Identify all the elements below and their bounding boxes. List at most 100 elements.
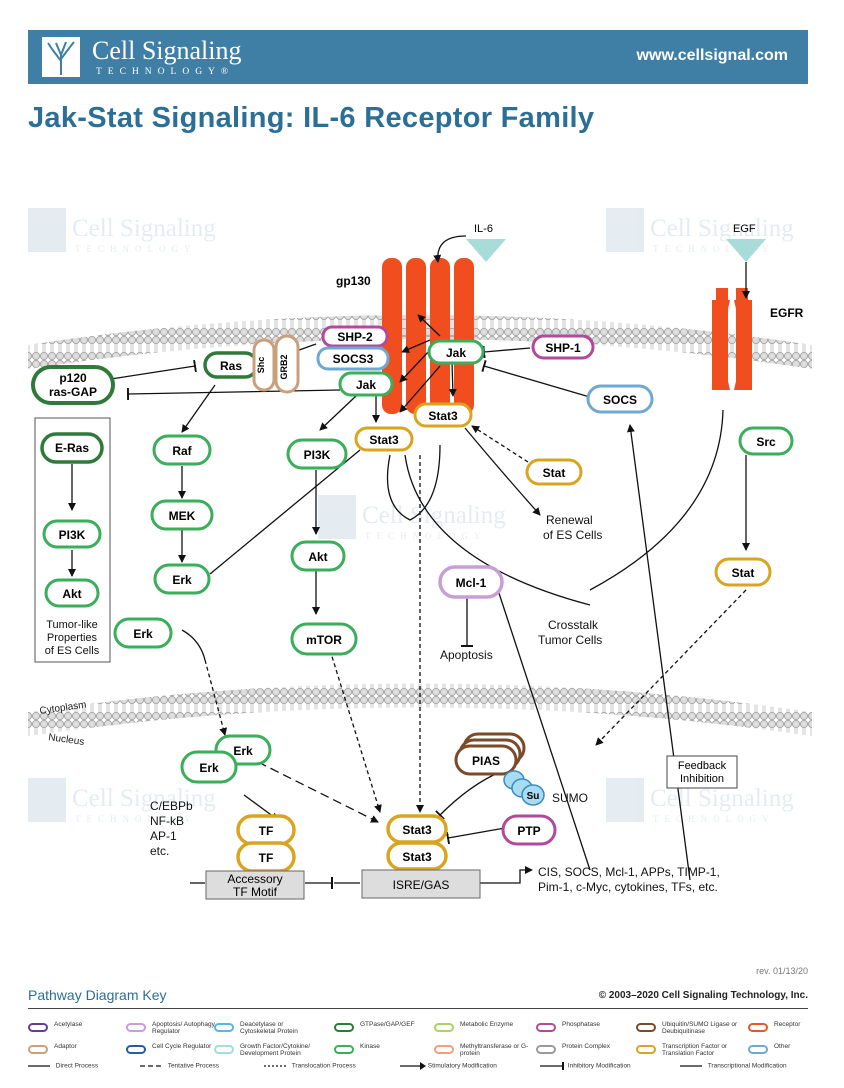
svg-text:CIS, SOCS, Mcl-1, APPs, TIMP-1: CIS, SOCS, Mcl-1, APPs, TIMP-1, [538, 865, 720, 879]
tf-node-a[interactable]: TF [236, 814, 296, 846]
stat3-node-d[interactable]: Stat3 [386, 841, 448, 871]
key-line-item: Direct Process [28, 1062, 98, 1070]
svg-text:TECHNOLOGY: TECHNOLOGY [75, 244, 197, 254]
svg-text:Feedback: Feedback [678, 760, 727, 772]
shp2-node-a[interactable]: SHP-2 [321, 325, 389, 348]
ras-node[interactable]: Ras [203, 351, 259, 379]
key-label: Methyltransferase or G-protein [460, 1043, 529, 1057]
key-label: Metabolic Enzyme [460, 1021, 514, 1028]
svg-text:Erk: Erk [172, 573, 192, 587]
key-swatch-icon [126, 1023, 146, 1032]
stat3-node-c[interactable]: Stat3 [386, 814, 448, 844]
svg-text:Shc: Shc [256, 357, 266, 374]
key-label: Phosphatase [562, 1021, 600, 1028]
sumo-node[interactable]: Su [503, 770, 545, 806]
svg-text:PI3K: PI3K [304, 448, 331, 462]
akt-node-b[interactable]: Akt [290, 540, 346, 572]
key-swatch-icon [28, 1023, 48, 1032]
svg-text:Cell Signaling: Cell Signaling [72, 785, 216, 812]
svg-text:Properties: Properties [47, 632, 98, 644]
svg-text:Stat: Stat [543, 466, 566, 480]
key-line-icon [28, 1065, 50, 1067]
stat3-node-a[interactable]: Stat3 [413, 402, 473, 428]
key-swatch-icon [434, 1023, 454, 1032]
socs-node[interactable]: SOCS [586, 384, 654, 414]
key-label: Adaptor [54, 1043, 77, 1050]
key-swatch-icon [334, 1023, 354, 1032]
erk-node-a[interactable]: Erk [153, 563, 211, 595]
stat3-node-b[interactable]: Stat3 [354, 426, 414, 452]
svg-text:Tumor-like: Tumor-like [46, 619, 98, 631]
src-node[interactable]: Src [738, 426, 794, 456]
shp1-node[interactable]: SHP-1 [531, 334, 595, 360]
key-swatch-icon [636, 1023, 656, 1032]
svg-text:Akt: Akt [62, 587, 81, 601]
pi3k-node-a[interactable]: PI3K [42, 519, 102, 549]
svg-text:TECHNOLOGY: TECHNOLOGY [365, 531, 487, 541]
erk-node-b[interactable]: Erk [113, 617, 173, 649]
key-label: Transcription Factor or Translation Fact… [662, 1043, 728, 1057]
svg-text:PIAS: PIAS [472, 754, 500, 768]
svg-text:Su: Su [527, 791, 540, 802]
es-cell-complex-box [34, 417, 111, 663]
eras-node[interactable]: E-Ras [40, 432, 104, 464]
egf-ligand-icon [726, 239, 766, 262]
svg-text:Accessory: Accessory [227, 872, 282, 886]
socs3-node[interactable]: SOCS3 [316, 346, 390, 371]
svg-text:SOCS3: SOCS3 [333, 352, 374, 366]
site-url-link[interactable]: www.cellsignal.com [636, 47, 788, 64]
svg-text:Crosstalk: Crosstalk [548, 618, 599, 632]
tf-node-b[interactable]: TF [236, 841, 296, 873]
pias-node[interactable]: PIAS [454, 732, 526, 776]
key-line-item: Inhibitory Modification [540, 1062, 631, 1070]
svg-text:SHP-2: SHP-2 [337, 330, 373, 344]
svg-text:Stat3: Stat3 [402, 823, 432, 837]
jak-node-a[interactable]: Jak [338, 371, 394, 397]
mtor-node[interactable]: mTOR [290, 622, 358, 656]
egfr-label: EGFR [770, 306, 804, 320]
stat-node-a[interactable]: Stat [525, 458, 583, 486]
header-banner: Cell Signaling TECHNOLOGY® www.cellsigna… [28, 30, 808, 84]
ptp-node[interactable]: PTP [501, 814, 557, 846]
pi3k-node-b[interactable]: PI3K [286, 438, 348, 470]
nucleus-label: Nucleus [48, 732, 85, 748]
key-swatch-icon [434, 1045, 454, 1054]
key-swatch-icon [536, 1023, 556, 1032]
mek-node[interactable]: MEK [150, 499, 214, 531]
mcl1-node[interactable]: Mcl-1 [438, 565, 504, 599]
key-label: Deacetylase or Cytoskeletal Protein [240, 1021, 298, 1035]
key-label: Apoptosis/ Autophagy Regulator [152, 1021, 215, 1035]
svg-text:p120: p120 [59, 371, 87, 385]
svg-text:mTOR: mTOR [306, 633, 342, 647]
svg-text:PTP: PTP [517, 824, 540, 838]
svg-text:Cell Signaling: Cell Signaling [650, 785, 794, 812]
jak-node-b[interactable]: Jak [427, 339, 485, 365]
key-title: Pathway Diagram Key [28, 987, 167, 1003]
raf-node[interactable]: Raf [152, 434, 212, 466]
key-label: Growth Factor/Cytokine/ Development Prot… [240, 1043, 311, 1057]
key-swatch-icon [214, 1023, 234, 1032]
key-label: Receptor [774, 1021, 801, 1028]
erk-node-d[interactable]: Erk [180, 750, 238, 784]
svg-text:AP-1: AP-1 [150, 829, 177, 843]
shc-node[interactable]: Shc [252, 338, 276, 392]
svg-text:Stat3: Stat3 [402, 850, 432, 864]
key-line-icon [140, 1065, 162, 1067]
svg-text:TECHNOLOGY: TECHNOLOGY [653, 244, 775, 254]
copyright: © 2003–2020 Cell Signaling Technology, I… [598, 990, 808, 1001]
il6-label: IL-6 [474, 223, 493, 235]
akt-node-a[interactable]: Akt [44, 578, 100, 608]
svg-text:Akt: Akt [308, 550, 327, 564]
svg-text:Stat: Stat [732, 566, 755, 580]
stat-node-b[interactable]: Stat [714, 557, 772, 587]
key-swatch-icon [214, 1045, 234, 1054]
key-swatch-icon [536, 1045, 556, 1054]
key-label: Ubiquitin/SUMO Ligase or Deubiquitinase [662, 1021, 738, 1035]
gp130-label: gp130 [336, 274, 371, 288]
key-line-label: Translocation Process [290, 1062, 356, 1070]
svg-text:PI3K: PI3K [59, 528, 86, 542]
svg-text:Erk: Erk [233, 744, 253, 758]
grb2-node[interactable]: GRB2 [274, 334, 300, 394]
svg-text:Stat3: Stat3 [428, 409, 458, 423]
